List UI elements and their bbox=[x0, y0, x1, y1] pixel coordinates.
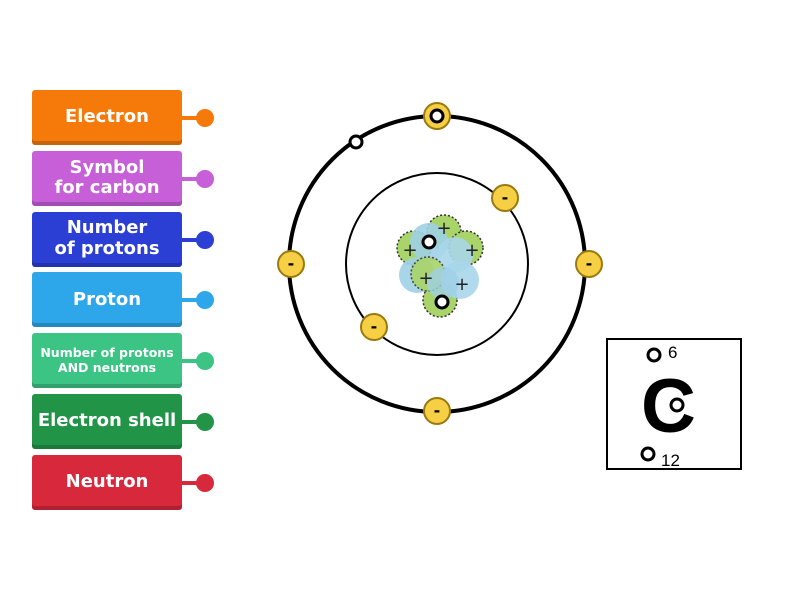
label-text: Neutron bbox=[65, 470, 149, 492]
label-connector bbox=[182, 116, 200, 120]
atomic-number: 6 bbox=[668, 343, 677, 362]
electron: - bbox=[423, 397, 451, 425]
label-text: Proton bbox=[72, 288, 142, 310]
proton-plus-sign: + bbox=[418, 268, 433, 289]
label-text: Electron shell bbox=[37, 410, 177, 432]
drag-handle[interactable] bbox=[196, 352, 214, 371]
electron-minus-sign: - bbox=[502, 188, 509, 207]
drop-target-hotspot[interactable] bbox=[669, 397, 685, 413]
electron-minus-sign: - bbox=[434, 401, 441, 420]
drag-handle[interactable] bbox=[196, 109, 214, 127]
inner-electron-shell bbox=[345, 172, 529, 356]
electron: - bbox=[277, 250, 305, 278]
drop-target-hotspot[interactable] bbox=[434, 294, 450, 310]
drag-handle[interactable] bbox=[196, 413, 214, 431]
proton-plus-sign: + bbox=[454, 274, 469, 295]
drag-handle[interactable] bbox=[196, 291, 214, 310]
label-line-2: of protons bbox=[54, 238, 160, 260]
drag-handle[interactable] bbox=[196, 473, 214, 492]
label-line-2: for carbon bbox=[54, 177, 160, 199]
electron-minus-sign: - bbox=[586, 254, 593, 273]
proton-plus-sign: + bbox=[402, 240, 417, 261]
drag-handle[interactable] bbox=[196, 169, 214, 188]
label-electron-shell[interactable]: Electron shell bbox=[32, 394, 182, 449]
mass-number: 12 bbox=[661, 451, 680, 470]
label-connector bbox=[182, 176, 200, 181]
label-line-1: Symbol bbox=[69, 156, 145, 178]
electron: - bbox=[575, 250, 603, 278]
proton-plus-sign: + bbox=[464, 240, 479, 261]
label-connector bbox=[182, 237, 200, 242]
label-line-1: Number of protons bbox=[40, 345, 174, 361]
label-connector bbox=[182, 420, 200, 424]
drop-target-hotspot[interactable] bbox=[429, 108, 445, 124]
label-neutron[interactable]: Neutron bbox=[32, 454, 182, 510]
label-connector bbox=[182, 359, 200, 364]
label-line-2: AND neutrons bbox=[57, 359, 157, 375]
drop-target-hotspot[interactable] bbox=[348, 134, 364, 150]
label-connector bbox=[182, 480, 200, 485]
drop-target-hotspot[interactable] bbox=[646, 347, 662, 363]
label-electron[interactable]: Electron bbox=[32, 90, 182, 145]
label-proton[interactable]: Proton bbox=[32, 272, 182, 328]
electron-minus-sign: - bbox=[288, 254, 295, 273]
drop-target-hotspot[interactable] bbox=[421, 234, 437, 250]
electron: - bbox=[360, 313, 388, 341]
label-line-1: Number bbox=[66, 217, 148, 239]
electron: - bbox=[491, 184, 519, 212]
electron-minus-sign: - bbox=[371, 317, 378, 336]
drop-target-hotspot[interactable] bbox=[640, 446, 656, 462]
proton-plus-sign: + bbox=[436, 218, 451, 239]
label-connector bbox=[182, 298, 200, 303]
label-text: Electron bbox=[64, 106, 149, 128]
nucleus: +++++ bbox=[396, 214, 484, 318]
drag-handle[interactable] bbox=[196, 230, 214, 249]
element-symbol: C bbox=[641, 364, 696, 449]
